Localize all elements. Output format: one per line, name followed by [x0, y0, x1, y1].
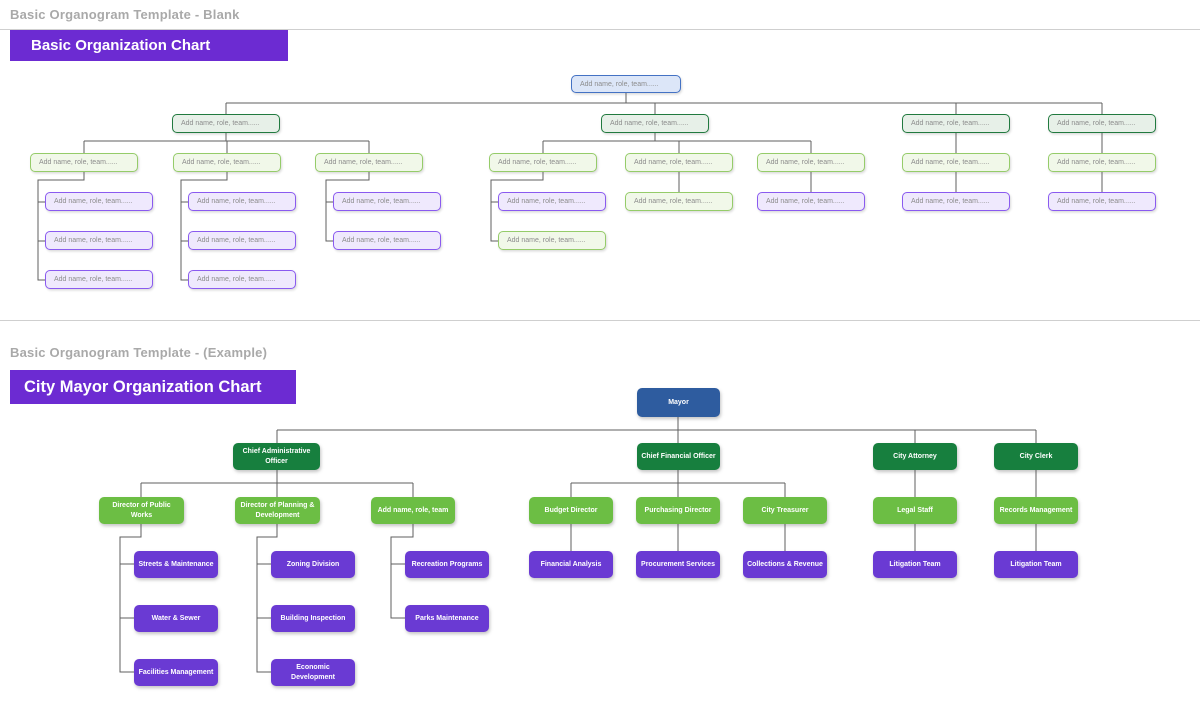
section-divider-line: [0, 320, 1200, 321]
org-node-financial-analysis[interactable]: Financial Analysis: [529, 551, 613, 578]
org-node-chief-administrative-officer[interactable]: Chief Administrative Officer: [233, 443, 320, 470]
blank-section-title: Basic Organogram Template - Blank: [10, 7, 240, 22]
org-node-records-management[interactable]: Records Management: [994, 497, 1078, 524]
blank-node-a2[interactable]: Add name, role, team......: [173, 153, 281, 172]
org-node-water-sewer[interactable]: Water & Sewer: [134, 605, 218, 632]
blank-node-b3[interactable]: Add name, role, team......: [757, 153, 865, 172]
blank-node-b2-leaf-1[interactable]: Add name, role, team......: [625, 192, 733, 211]
org-node-legal-staff[interactable]: Legal Staff: [873, 497, 957, 524]
org-node-recreation-programs[interactable]: Recreation Programs: [405, 551, 489, 578]
blank-node-b1-leaf-1[interactable]: Add name, role, team......: [498, 192, 606, 211]
blank-node-b1-leaf-2[interactable]: Add name, role, team......: [498, 231, 606, 250]
org-node-director-public-works[interactable]: Director of Public Works: [99, 497, 184, 524]
blank-node-a1-leaf-2[interactable]: Add name, role, team......: [45, 231, 153, 250]
org-node-economic-development[interactable]: Economic Development: [271, 659, 355, 686]
blank-node-a2-leaf-1[interactable]: Add name, role, team......: [188, 192, 296, 211]
org-node-procurement-services[interactable]: Procurement Services: [636, 551, 720, 578]
org-node-litigation-team-a[interactable]: Litigation Team: [873, 551, 957, 578]
org-node-building-inspection[interactable]: Building Inspection: [271, 605, 355, 632]
example-chart-banner-label: City Mayor Organization Chart: [24, 377, 262, 396]
org-node-director-planning-development[interactable]: Director of Planning & Development: [235, 497, 320, 524]
blank-node-branch-a[interactable]: Add name, role, team......: [172, 114, 280, 133]
org-node-chief-financial-officer[interactable]: Chief Financial Officer: [637, 443, 720, 470]
blank-node-c1-leaf-1[interactable]: Add name, role, team......: [902, 192, 1010, 211]
blank-node-b2[interactable]: Add name, role, team......: [625, 153, 733, 172]
org-node-city-clerk[interactable]: City Clerk: [994, 443, 1078, 470]
example-section-title: Basic Organogram Template - (Example): [10, 345, 268, 360]
blank-node-a3[interactable]: Add name, role, team......: [315, 153, 423, 172]
org-node-parks-maintenance[interactable]: Parks Maintenance: [405, 605, 489, 632]
blank-node-c1[interactable]: Add name, role, team......: [902, 153, 1010, 172]
blank-node-branch-d[interactable]: Add name, role, team......: [1048, 114, 1156, 133]
blank-node-a1-leaf-1[interactable]: Add name, role, team......: [45, 192, 153, 211]
org-node-mayor[interactable]: Mayor: [637, 388, 720, 417]
blank-node-a1[interactable]: Add name, role, team......: [30, 153, 138, 172]
blank-node-branch-c[interactable]: Add name, role, team......: [902, 114, 1010, 133]
org-node-collections-revenue[interactable]: Collections & Revenue: [743, 551, 827, 578]
blank-node-a3-leaf-1[interactable]: Add name, role, team......: [333, 192, 441, 211]
org-node-add-placeholder[interactable]: Add name, role, team: [371, 497, 455, 524]
blank-node-d1[interactable]: Add name, role, team......: [1048, 153, 1156, 172]
org-node-purchasing-director[interactable]: Purchasing Director: [636, 497, 720, 524]
org-node-budget-director[interactable]: Budget Director: [529, 497, 613, 524]
org-node-facilities-management[interactable]: Facilities Management: [134, 659, 218, 686]
blank-node-b3-leaf-1[interactable]: Add name, role, team......: [757, 192, 865, 211]
org-node-city-attorney[interactable]: City Attorney: [873, 443, 957, 470]
org-node-litigation-team-b[interactable]: Litigation Team: [994, 551, 1078, 578]
blank-node-a3-leaf-2[interactable]: Add name, role, team......: [333, 231, 441, 250]
blank-node-branch-b[interactable]: Add name, role, team......: [601, 114, 709, 133]
blank-chart-banner-label: Basic Organization Chart: [31, 37, 211, 54]
blank-node-d1-leaf-1[interactable]: Add name, role, team......: [1048, 192, 1156, 211]
blank-node-a2-leaf-2[interactable]: Add name, role, team......: [188, 231, 296, 250]
blank-chart-banner: Basic Organization Chart: [10, 30, 288, 61]
blank-node-a2-leaf-3[interactable]: Add name, role, team......: [188, 270, 296, 289]
blank-node-root[interactable]: Add name, role, team......: [571, 75, 681, 93]
top-divider-line: [0, 29, 1200, 30]
org-node-city-treasurer[interactable]: City Treasurer: [743, 497, 827, 524]
org-node-zoning-division[interactable]: Zoning Division: [271, 551, 355, 578]
blank-node-b1[interactable]: Add name, role, team......: [489, 153, 597, 172]
org-node-streets-maintenance[interactable]: Streets & Maintenance: [134, 551, 218, 578]
example-chart-banner: City Mayor Organization Chart: [10, 370, 296, 404]
blank-node-a1-leaf-3[interactable]: Add name, role, team......: [45, 270, 153, 289]
